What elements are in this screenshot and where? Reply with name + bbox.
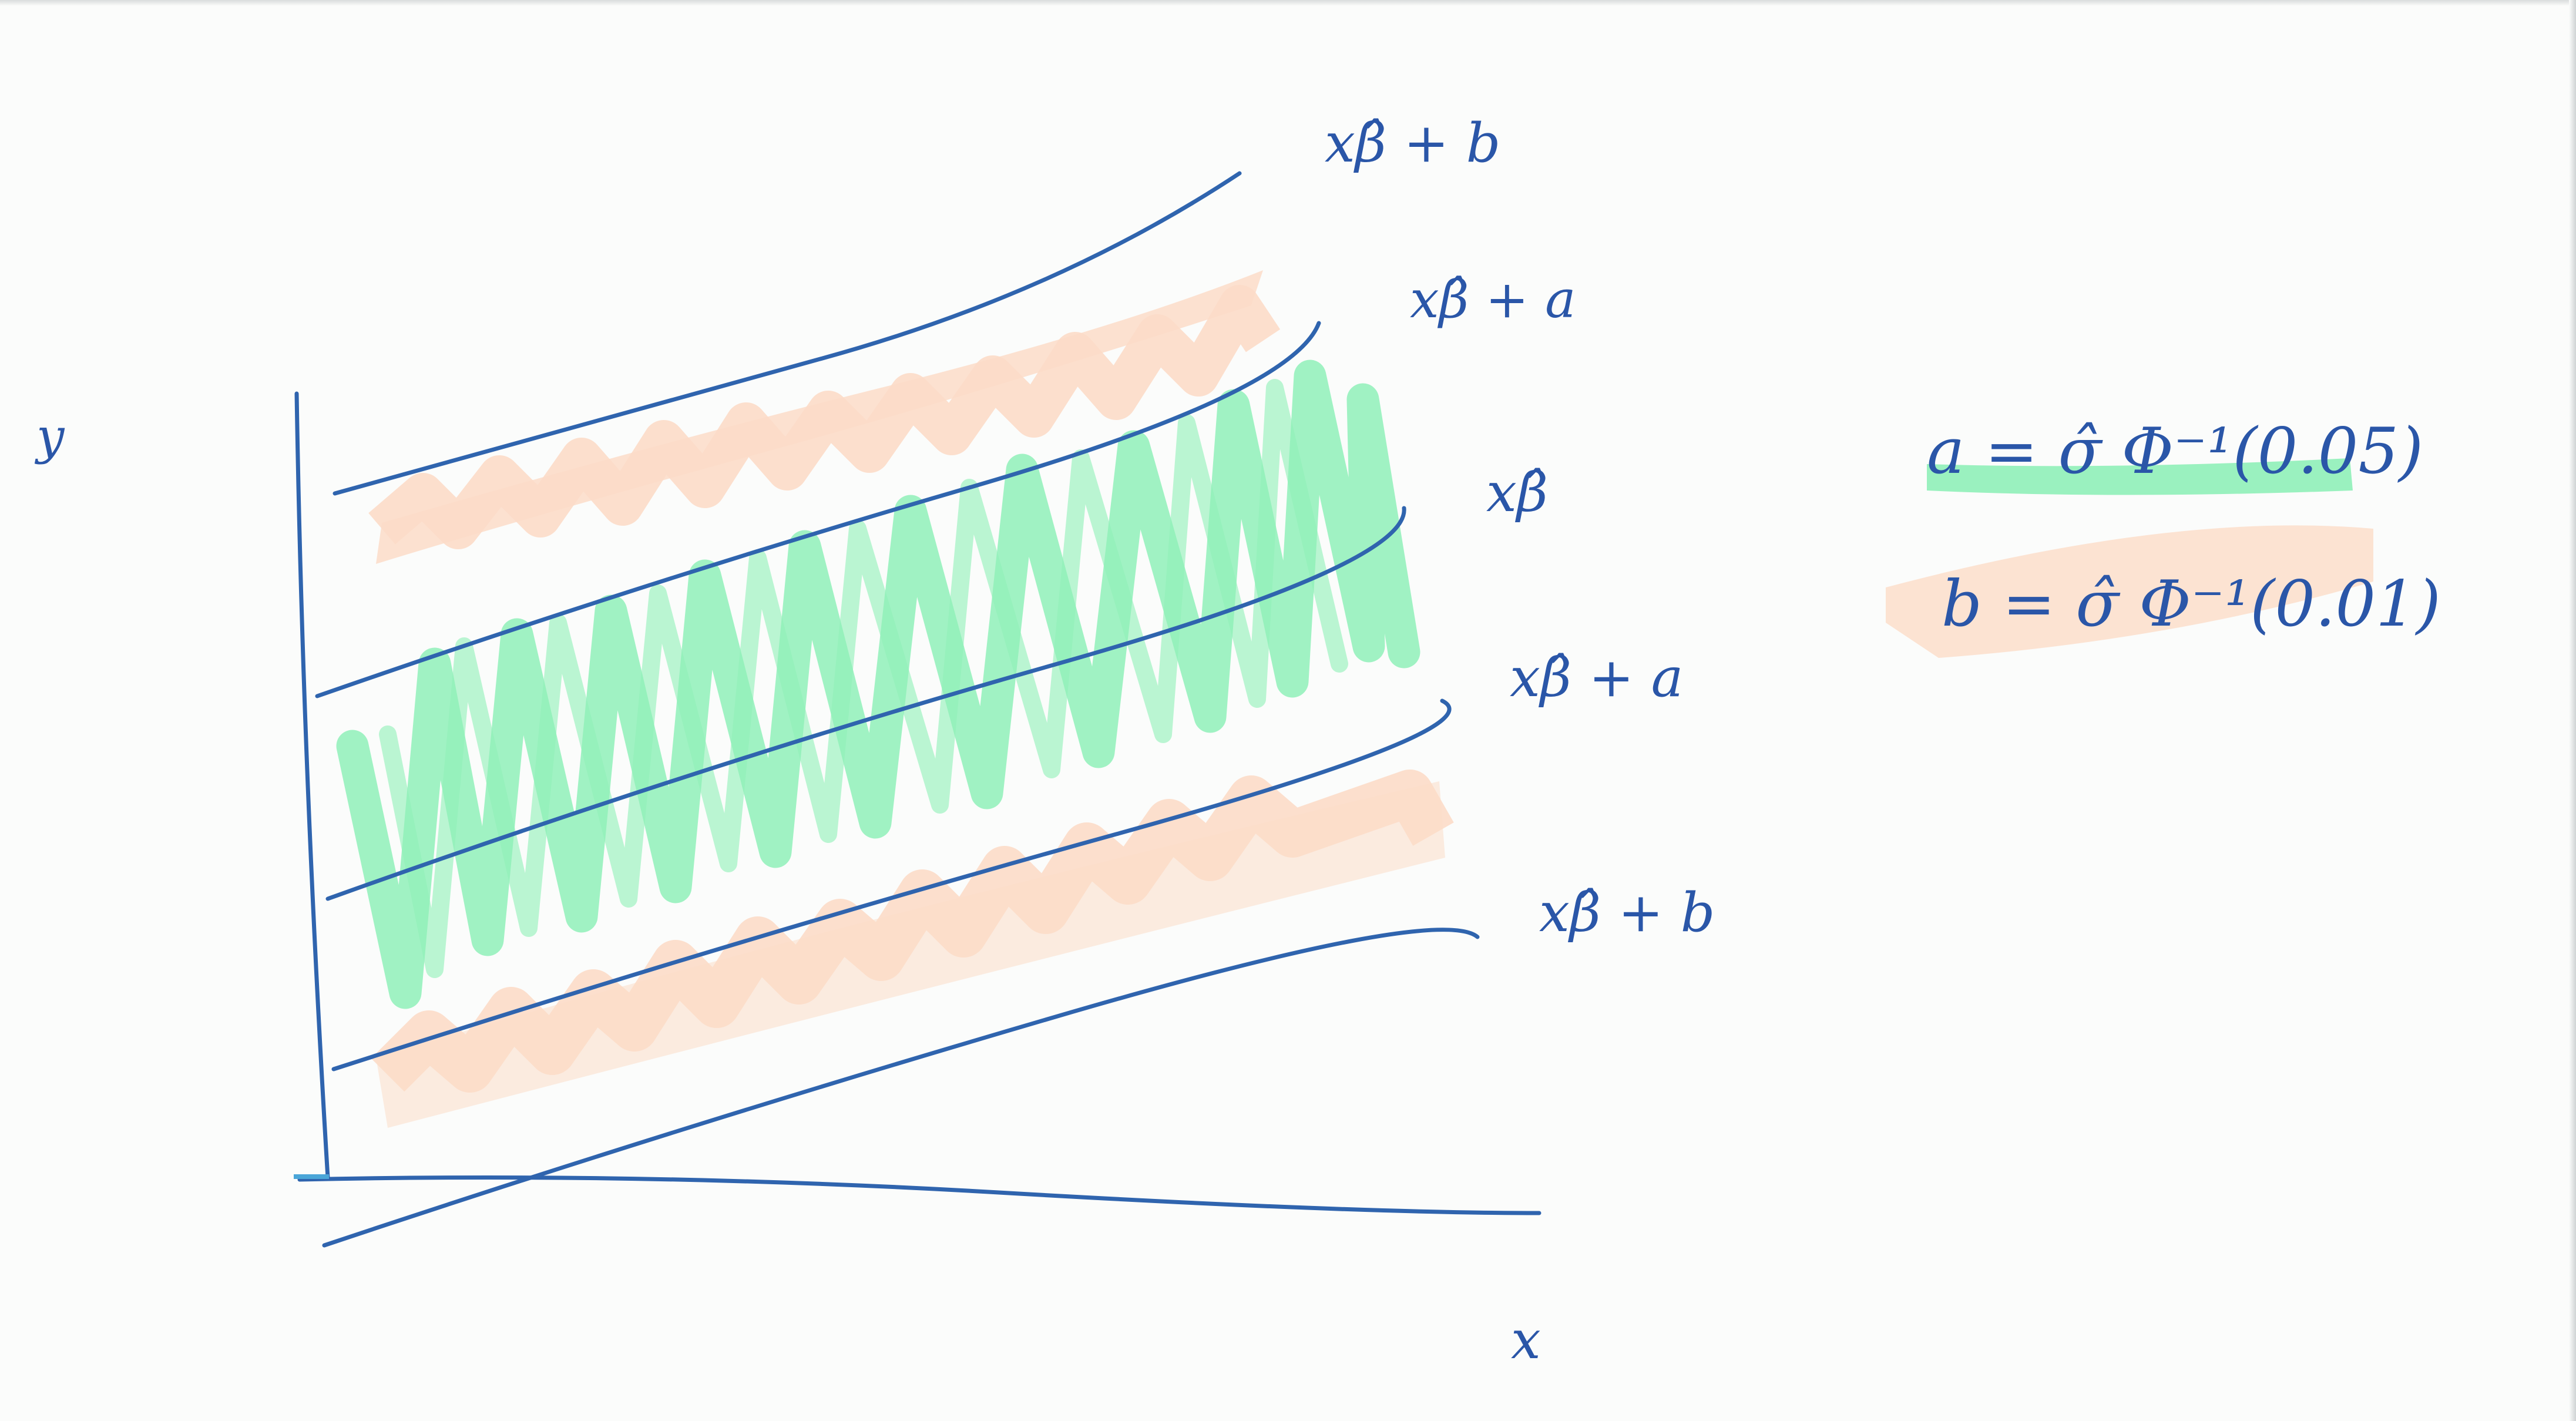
scan-edge-top [0,0,2576,6]
definition-a: a = σ̂ Φ⁻¹(0.05) [1927,415,2423,488]
x-axis-label: x [1511,1309,1541,1371]
label-line-upper-a: xβ̂ + a [1410,269,1576,330]
label-line-upper-b: xβ̂ + b [1325,112,1501,174]
line-fitted [325,506,1406,901]
label-line-fitted: xβ̂ [1486,461,1548,524]
y-axis [294,391,330,1180]
scan-edge-right [2569,0,2576,1421]
line-lower-a [331,698,1452,1071]
definition-b: b = σ̂ Φ⁻¹(0.01) [1942,567,2441,641]
line-upper-a [315,321,1321,698]
x-axis [297,1175,1541,1215]
lower-outer-band-fill [376,781,1445,1128]
inner-band-scribble-2 [379,379,1348,978]
label-line-lower-a: xβ̂ + a [1510,646,1684,709]
line-upper-b [333,171,1242,496]
line-lower-b [322,928,1480,1248]
upper-outer-band-scribble [368,285,1281,549]
label-line-lower-b: xβ̂ + b [1539,881,1715,944]
y-axis-label: y [34,408,65,465]
definition-b-highlight [1886,525,2373,658]
definition-a-highlight [1927,458,2353,495]
